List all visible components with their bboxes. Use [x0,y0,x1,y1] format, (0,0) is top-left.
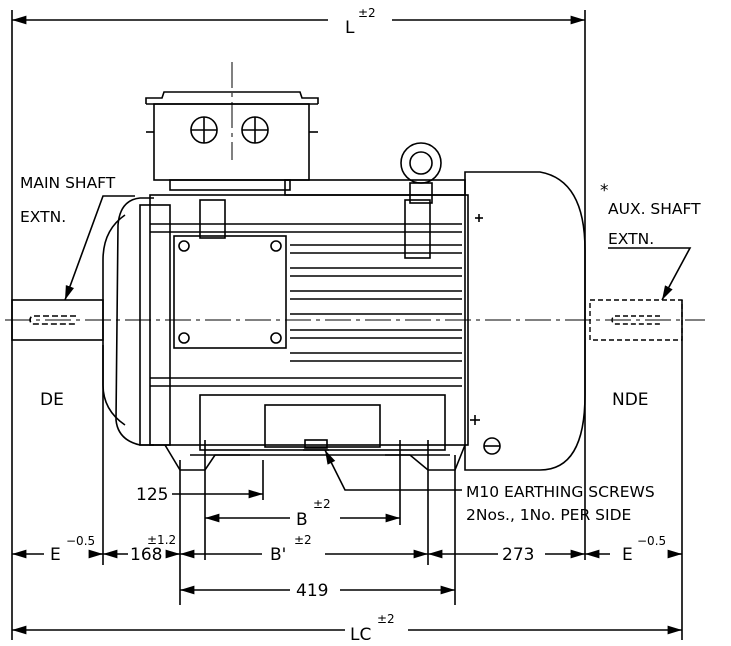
lifting-eye-bolt [400,142,442,184]
label-aux-shaft-extn: EXTN. [608,230,654,248]
label-de: DE [40,390,64,410]
dim-L-tol: ±2 [358,6,376,20]
de-end-shield [115,197,154,446]
dim-B-prime-tol: ±2 [294,533,312,547]
rating-plate [173,235,287,349]
label-nde: NDE [612,390,649,410]
dim-LC-tol: ±2 [377,612,395,626]
main-shaft [11,299,104,341]
dim-168: 168 [130,545,162,565]
label-aux-shaft: AUX. SHAFT [608,200,701,218]
dim-B: B [296,510,308,530]
dim-E-left: E [50,545,61,565]
mounting-foot [164,444,466,471]
leader-aux-shaft [608,247,692,301]
label-main-shaft-extn: EXTN. [20,208,66,226]
label-earthing-1: M10 EARTHING SCREWS [466,483,655,501]
dim-E-right-tol: −0.5 [637,534,666,548]
dim-B-prime: B' [270,545,286,565]
dim-B-tol: ±2 [313,497,331,511]
label-main-shaft: MAIN SHAFT [20,174,116,192]
aux-shaft [589,299,683,341]
dim-273: 273 [502,545,534,565]
dim-L: L [345,18,355,38]
dim-125: 125 [136,485,168,505]
label-aux-mark: * [600,181,609,201]
fan-cover [464,171,586,471]
label-earthing-2: 2Nos., 1No. PER SIDE [466,506,631,524]
dim-E-left-tol: −0.5 [66,534,95,548]
dim-LC: LC [350,625,371,645]
leader-earthing [324,449,462,491]
leader-main-shaft [64,195,135,301]
dim-168-tol: ±1.2 [147,533,176,547]
dim-419: 419 [296,581,328,601]
dim-E-right: E [622,545,633,565]
